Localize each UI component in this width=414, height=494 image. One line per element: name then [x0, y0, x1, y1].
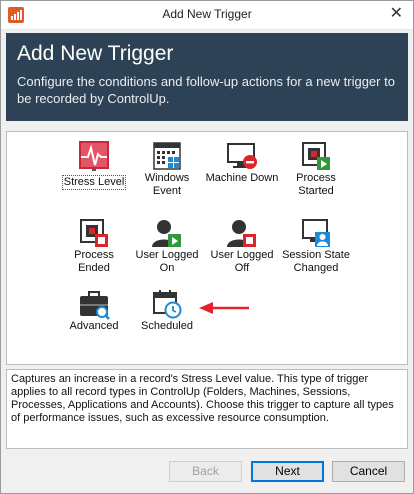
window-title: Add New Trigger [162, 7, 252, 21]
trigger-label: Advanced [69, 320, 119, 332]
trigger-process-started[interactable]: Process Started [279, 140, 353, 198]
trigger-label: Stress Level [61, 175, 127, 190]
trigger-label: Windows Event [144, 172, 190, 197]
trigger-label: Process Started [296, 172, 336, 197]
next-button[interactable]: Next [251, 461, 324, 482]
dialog-footer: Back Next Cancel [6, 457, 408, 487]
cancel-button[interactable]: Cancel [332, 461, 405, 482]
process-ended-icon [80, 219, 108, 247]
title-bar: Add New Trigger ✕ [1, 1, 413, 30]
process-started-icon [302, 142, 330, 170]
trigger-user-logged-on[interactable]: User Logged On [130, 217, 204, 275]
header-banner: Add New Trigger Configure the conditions… [6, 33, 408, 121]
scheduled-icon [153, 290, 182, 319]
page-title: Add New Trigger [17, 42, 174, 65]
machine-down-icon [227, 143, 257, 169]
trigger-label: User Logged Off [210, 249, 274, 274]
trigger-label: Process Ended [74, 249, 114, 274]
red-arrow-annotation [199, 302, 249, 314]
trigger-scheduled[interactable]: Scheduled [130, 288, 204, 333]
back-button[interactable]: Back [169, 461, 242, 482]
trigger-type-list: Stress Level Windows Event Machine Down [6, 131, 408, 365]
page-subtitle: Configure the conditions and follow-up a… [17, 74, 395, 106]
user-logged-off-icon [227, 220, 256, 247]
trigger-user-logged-off[interactable]: User Logged Off [205, 217, 279, 275]
trigger-label: User Logged On [135, 249, 199, 274]
stress-level-icon [79, 141, 109, 171]
user-logged-on-icon [152, 220, 181, 247]
trigger-stress-level[interactable]: Stress Level [57, 140, 131, 190]
trigger-label: Machine Down [205, 172, 279, 184]
trigger-windows-event[interactable]: Windows Event [130, 140, 204, 198]
trigger-description: Captures an increase in a record's Stres… [6, 369, 408, 449]
trigger-machine-down[interactable]: Machine Down [205, 140, 279, 185]
trigger-session-state-changed[interactable]: Session State Changed [279, 217, 353, 275]
trigger-advanced[interactable]: Advanced [57, 288, 131, 333]
close-icon[interactable]: ✕ [389, 5, 403, 22]
trigger-process-ended[interactable]: Process Ended [57, 217, 131, 275]
windows-event-icon [153, 142, 181, 170]
trigger-label: Scheduled [141, 320, 193, 332]
controlup-app-icon [8, 7, 24, 23]
session-state-changed-icon [302, 219, 330, 247]
trigger-label: Session State Changed [282, 249, 350, 274]
advanced-icon [80, 291, 110, 320]
